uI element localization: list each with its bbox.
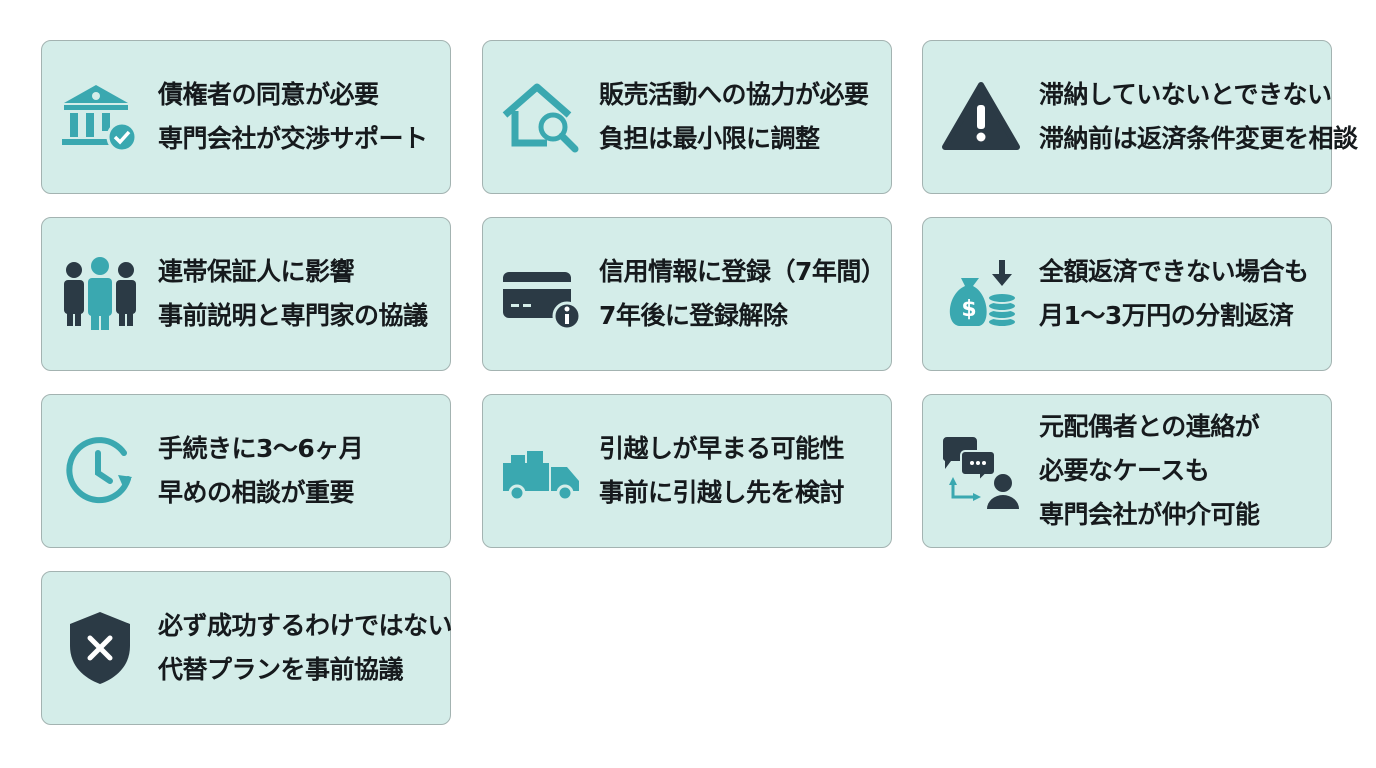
card-line: 早めの相談が重要 xyxy=(158,478,355,507)
card-line: 全額返済できない場合も xyxy=(1039,257,1309,286)
card-sales-cooperation: 販売活動への協力が必要負担は最小限に調整 xyxy=(482,40,892,194)
card-line: 連帯保証人に影響 xyxy=(158,257,355,286)
card-line: 滞納していないとできない xyxy=(1039,80,1332,109)
svg-text:$: $ xyxy=(961,297,976,322)
card-line: 事前に引越し先を検討 xyxy=(599,478,845,507)
card-line: 滞納前は返済条件変更を相談 xyxy=(1039,124,1358,153)
card-line: 代替プランを事前協議 xyxy=(158,655,404,684)
card-guarantor: 連帯保証人に影響事前説明と専門家の協議 xyxy=(41,217,451,371)
house-search-icon xyxy=(499,75,583,159)
card-line: 必ず成功するわけではない xyxy=(158,611,453,640)
money-bag-coins-icon: $ xyxy=(939,252,1023,336)
card-line: 引越しが早まる可能性 xyxy=(599,434,845,463)
card-line: 債権者の同意が必要 xyxy=(158,80,379,109)
card-line: 事前説明と専門家の協議 xyxy=(158,301,428,330)
moving-truck-icon xyxy=(499,429,583,513)
card-line: 手続きに3〜6ヶ月 xyxy=(158,434,364,463)
card-line: 必要なケースも xyxy=(1039,456,1210,485)
card-moving: 引越しが早まる可能性事前に引越し先を検討 xyxy=(482,394,892,548)
card-line: 7年後に登録解除 xyxy=(599,301,788,330)
bank-check-icon xyxy=(58,75,142,159)
card-no-delinquency: 滞納していないとできない滞納前は返済条件変更を相談 xyxy=(922,40,1358,194)
card-duration: 手続きに3〜6ヶ月早めの相談が重要 xyxy=(41,394,451,548)
card-no-guarantee: 必ず成功するわけではない代替プランを事前協議 xyxy=(41,571,453,725)
chat-person-icon xyxy=(939,429,1023,513)
card-line: 信用情報に登録（7年間） xyxy=(599,257,886,286)
people-icon xyxy=(58,252,142,336)
card-line: 販売活動への協力が必要 xyxy=(599,80,869,109)
clock-icon xyxy=(58,429,142,513)
card-line: 専門会社が交渉サポート xyxy=(158,124,428,153)
card-ex-spouse: 元配偶者との連絡が必要なケースも専門会社が仲介可能 xyxy=(922,394,1332,548)
card-partial-repayment: $ 全額返済できない場合も月1〜3万円の分割返済 xyxy=(922,217,1332,371)
card-line: 専門会社が仲介可能 xyxy=(1039,500,1260,529)
warning-icon xyxy=(939,75,1023,159)
card-credit-info: 信用情報に登録（7年間） 7年後に登録解除 xyxy=(482,217,892,371)
credit-card-info-icon xyxy=(499,252,583,336)
card-line: 負担は最小限に調整 xyxy=(599,124,820,153)
card-line: 元配偶者との連絡が xyxy=(1039,412,1260,441)
shield-x-icon xyxy=(58,606,142,690)
card-creditor-consent: 債権者の同意が必要専門会社が交渉サポート xyxy=(41,40,451,194)
card-line: 月1〜3万円の分割返済 xyxy=(1039,301,1294,330)
